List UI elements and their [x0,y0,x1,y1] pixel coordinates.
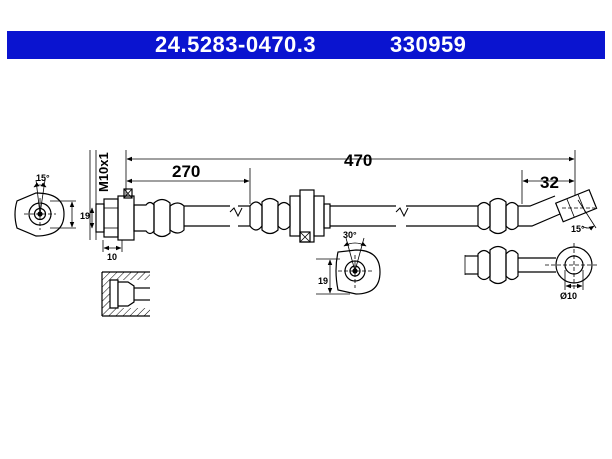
reference-number: 330959 [390,32,467,57]
length-dimensions [125,150,576,204]
fitting-width-label: 10 [107,252,117,262]
left-end-view [14,179,76,237]
part-number: 24.5283-0470.3 [155,32,317,57]
right-fitting [477,188,598,235]
mid-end-view [316,237,381,295]
left-width-label: 19 [80,211,90,221]
partial-length-label: 270 [172,162,200,181]
mid-angle-label: 30° [343,230,357,240]
thread-size-label: M10x1 [96,152,111,192]
mid-width-label: 19 [318,276,328,286]
right-angle-label: 15° [571,224,585,234]
total-length-label: 470 [344,151,372,170]
right-end-detail [464,243,598,290]
right-diameter-label: Ø10 [560,291,577,301]
title-bar: 24.5283-0470.3 330959 [7,31,605,59]
left-angle-label: 15° [36,173,50,183]
left-fitting [95,188,185,241]
cross-section-view [101,271,150,317]
hose-body [184,205,478,227]
mid-fitting [249,189,331,243]
end-offset-label: 32 [540,173,559,192]
